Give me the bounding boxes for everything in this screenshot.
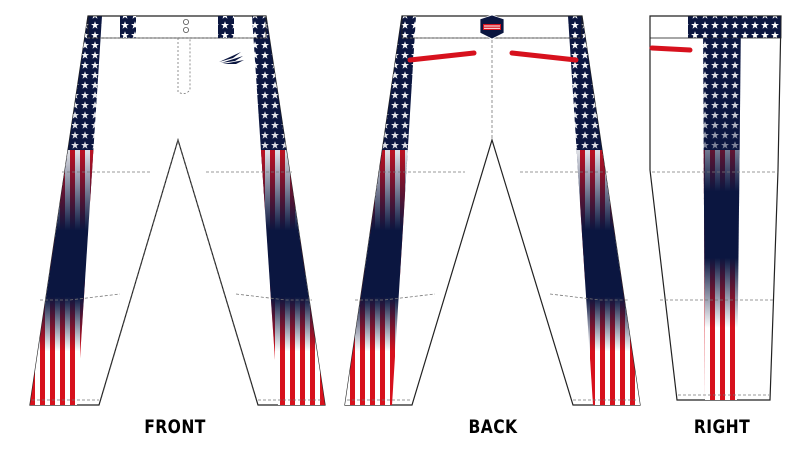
front-fly	[177, 38, 191, 94]
front-view	[29, 15, 326, 406]
right-view-label: RIGHT	[693, 416, 751, 438]
right-pocket	[649, 45, 693, 53]
back-view	[344, 14, 641, 406]
swoosh-logo-icon	[219, 52, 244, 64]
right-side-panel	[703, 16, 741, 400]
front-view-label: FRONT	[144, 416, 206, 438]
front-button-bottom	[182, 26, 189, 33]
back-view-label: BACK	[468, 416, 518, 438]
back-pocket-right	[509, 50, 579, 63]
right-view	[649, 15, 782, 401]
front-button-top	[182, 18, 189, 25]
back-pocket-left	[407, 50, 477, 63]
front-knee-seam-lower	[40, 293, 121, 301]
flag-patch-icon	[479, 14, 505, 40]
